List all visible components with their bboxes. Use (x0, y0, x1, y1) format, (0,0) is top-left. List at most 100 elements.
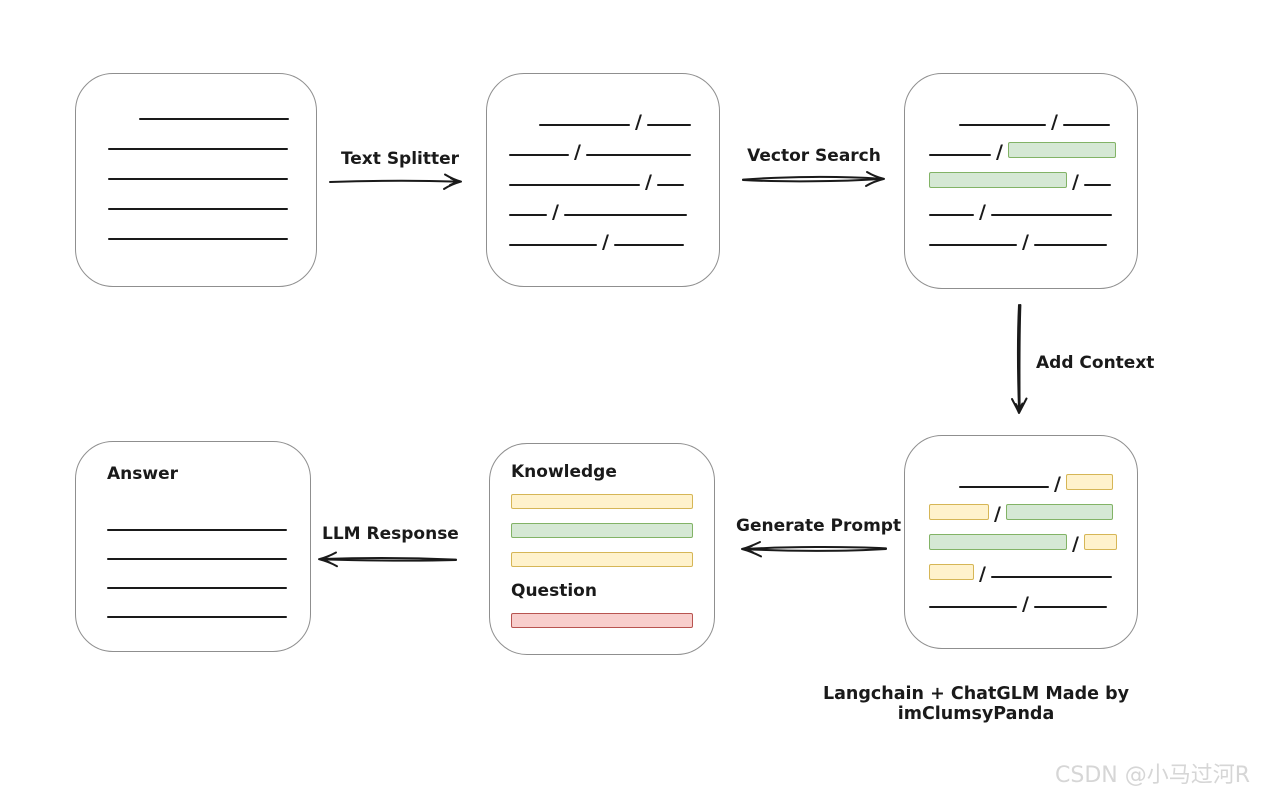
slash-separator: / (635, 111, 642, 133)
add-context-arrow (1011, 304, 1028, 414)
slash-separator: / (1072, 533, 1079, 555)
green-highlight-chip (929, 534, 1067, 550)
text-line (929, 244, 1017, 246)
text-line-row: / (929, 518, 1137, 554)
text-line (1033, 606, 1107, 608)
text-line-row (108, 210, 316, 240)
llm-response-arrow (318, 551, 457, 568)
slash-separator: / (994, 503, 1001, 525)
green-highlight-chip (929, 172, 1067, 188)
answer-label: Answer (107, 464, 178, 484)
text-line (646, 124, 691, 126)
text-line (539, 124, 630, 126)
text-line (563, 214, 687, 216)
text-line (959, 124, 1046, 126)
knowledge-bars (511, 494, 714, 567)
slash-separator: / (645, 171, 652, 193)
yellow-bar (511, 552, 693, 567)
text-line (139, 118, 289, 120)
text-line (585, 154, 691, 156)
red-bar (511, 613, 693, 628)
csdn-watermark: CSDN @小马过河R (1055, 763, 1251, 788)
text-line (1033, 244, 1107, 246)
vector-search-result-box: / / / / / (904, 73, 1138, 289)
text-line-row: / (509, 186, 719, 222)
text-line (509, 154, 569, 156)
answer-line-row (107, 502, 310, 531)
text-line (108, 208, 288, 210)
text-line (929, 606, 1017, 608)
text-splitter-arrow (329, 173, 462, 190)
question-label: Question (511, 581, 597, 601)
add-context-label: Add Context (1036, 353, 1155, 373)
text-line (107, 558, 287, 560)
text-line-row: / (539, 96, 719, 132)
yellow-highlight-chip (1083, 534, 1117, 550)
text-line (1062, 124, 1110, 126)
answer-line-row (107, 560, 310, 589)
text-line (107, 587, 287, 589)
text-line-row: / (509, 156, 719, 192)
text-line (509, 184, 640, 186)
text-line-row (108, 120, 316, 150)
answer-box: Answer (75, 441, 311, 652)
answer-lines (107, 502, 310, 618)
slash-separator: / (1054, 473, 1061, 495)
slash-separator: / (1022, 231, 1029, 253)
text-line (990, 576, 1112, 578)
text-line (929, 154, 991, 156)
text-line-row: / (929, 186, 1137, 222)
llm-response-label: LLM Response (322, 524, 459, 544)
slash-separator: / (979, 563, 986, 585)
text-line (108, 178, 288, 180)
text-line (656, 184, 684, 186)
text-line (107, 529, 287, 531)
text-line (990, 214, 1112, 216)
yellow-highlight-chip (929, 504, 989, 520)
text-line (959, 486, 1049, 488)
slash-separator: / (979, 201, 986, 223)
text-splitter-label: Text Splitter (340, 149, 460, 169)
yellow-bar (511, 494, 693, 509)
text-line (108, 238, 288, 240)
slash-separator: / (602, 231, 609, 253)
diagram-caption: Langchain + ChatGLM Made by imClumsyPand… (822, 684, 1130, 724)
text-line-row (108, 180, 316, 210)
text-line-row: / (509, 216, 719, 252)
text-line-row (108, 150, 316, 180)
split-chunks-box: ///// (486, 73, 720, 287)
text-line-row (139, 90, 316, 120)
answer-line-row (107, 531, 310, 560)
text-line-row: / (959, 458, 1137, 494)
text-line (613, 244, 684, 246)
text-line-row: / (509, 126, 719, 162)
slash-separator: / (1072, 171, 1079, 193)
text-line-row: / (929, 488, 1137, 524)
generate-prompt-label: Generate Prompt (736, 516, 902, 536)
text-line-row: / (929, 126, 1137, 162)
text-line (929, 214, 974, 216)
context-added-box: / / / / / (904, 435, 1138, 649)
question-bars (511, 613, 714, 628)
green-bar (511, 523, 693, 538)
slash-separator: / (996, 141, 1003, 163)
text-line-row: / (929, 216, 1137, 252)
slash-separator: / (1022, 593, 1029, 615)
vector-search-label: Vector Search (747, 146, 881, 166)
green-highlight-chip (1007, 142, 1116, 158)
yellow-highlight-chip (929, 564, 974, 580)
slash-separator: / (1051, 111, 1058, 133)
text-line-row: / (929, 156, 1137, 192)
vector-search-arrow (742, 171, 885, 187)
answer-line-row (107, 589, 310, 618)
prompt-box: Knowledge Question (489, 443, 715, 655)
text-line (108, 148, 288, 150)
document-box (75, 73, 317, 287)
slash-separator: / (574, 141, 581, 163)
text-line (509, 214, 547, 216)
text-line-row: / (929, 578, 1137, 614)
generate-prompt-arrow (741, 541, 887, 558)
text-line (1083, 184, 1111, 186)
green-highlight-chip (1005, 504, 1113, 520)
